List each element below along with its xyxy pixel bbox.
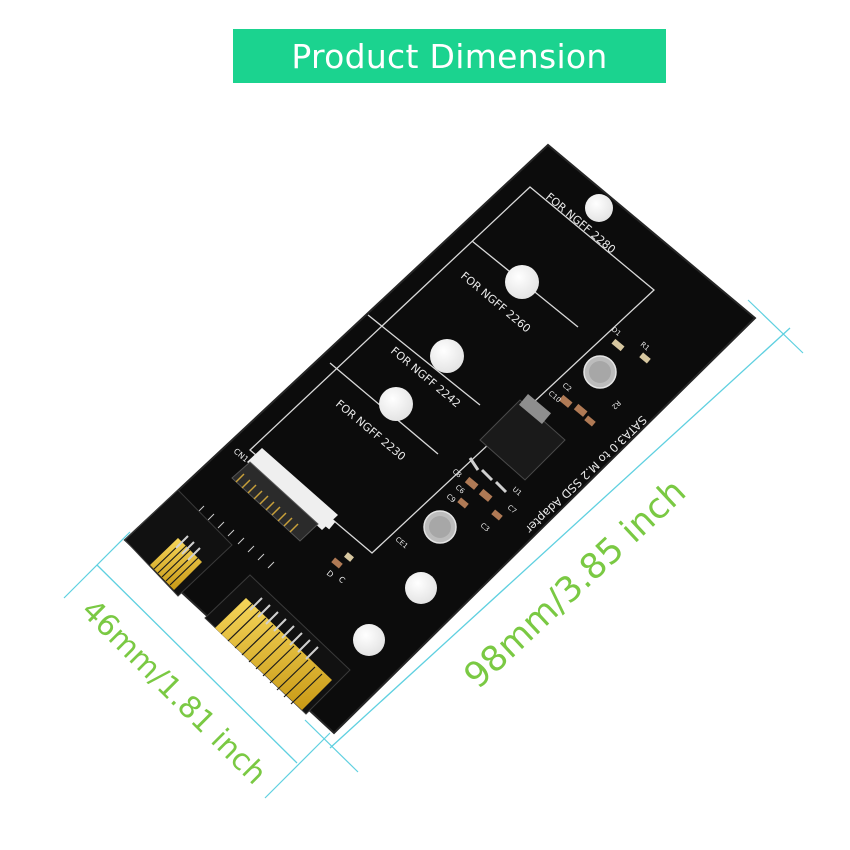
smd-parts: [331, 338, 651, 569]
width-extension-line-right: [264, 732, 331, 799]
pcb-body: [125, 145, 755, 733]
voltage-regulator: [468, 393, 566, 494]
width-extension-line-left: [63, 531, 131, 599]
page-title: Product Dimension: [233, 29, 666, 83]
adapter-board: FOR NGFF 2280 FOR NGFF 2260 FOR NGFF 224…: [123, 143, 757, 735]
mount-hole-2230: [379, 387, 413, 421]
width-dimension-line: [96, 564, 298, 764]
mount-hole-2260: [505, 265, 539, 299]
length-dimension-line: [329, 327, 791, 749]
label-led-d: D: [325, 569, 336, 580]
m2-connector: [231, 448, 338, 542]
label-led-c: C: [337, 575, 347, 586]
capacitor-large-1: [583, 355, 617, 389]
mount-hole-2242: [430, 339, 464, 373]
mount-hole-2280: [585, 194, 613, 222]
capacitor-large-2: [423, 510, 457, 544]
mount-hole-board-1: [405, 572, 437, 604]
length-extension-line-bottom: [304, 719, 359, 773]
length-extension-line-top: [747, 299, 804, 354]
sata-power-connector: [204, 574, 351, 715]
mount-hole-board-2: [353, 624, 385, 656]
sata-data-connector: [124, 489, 233, 597]
